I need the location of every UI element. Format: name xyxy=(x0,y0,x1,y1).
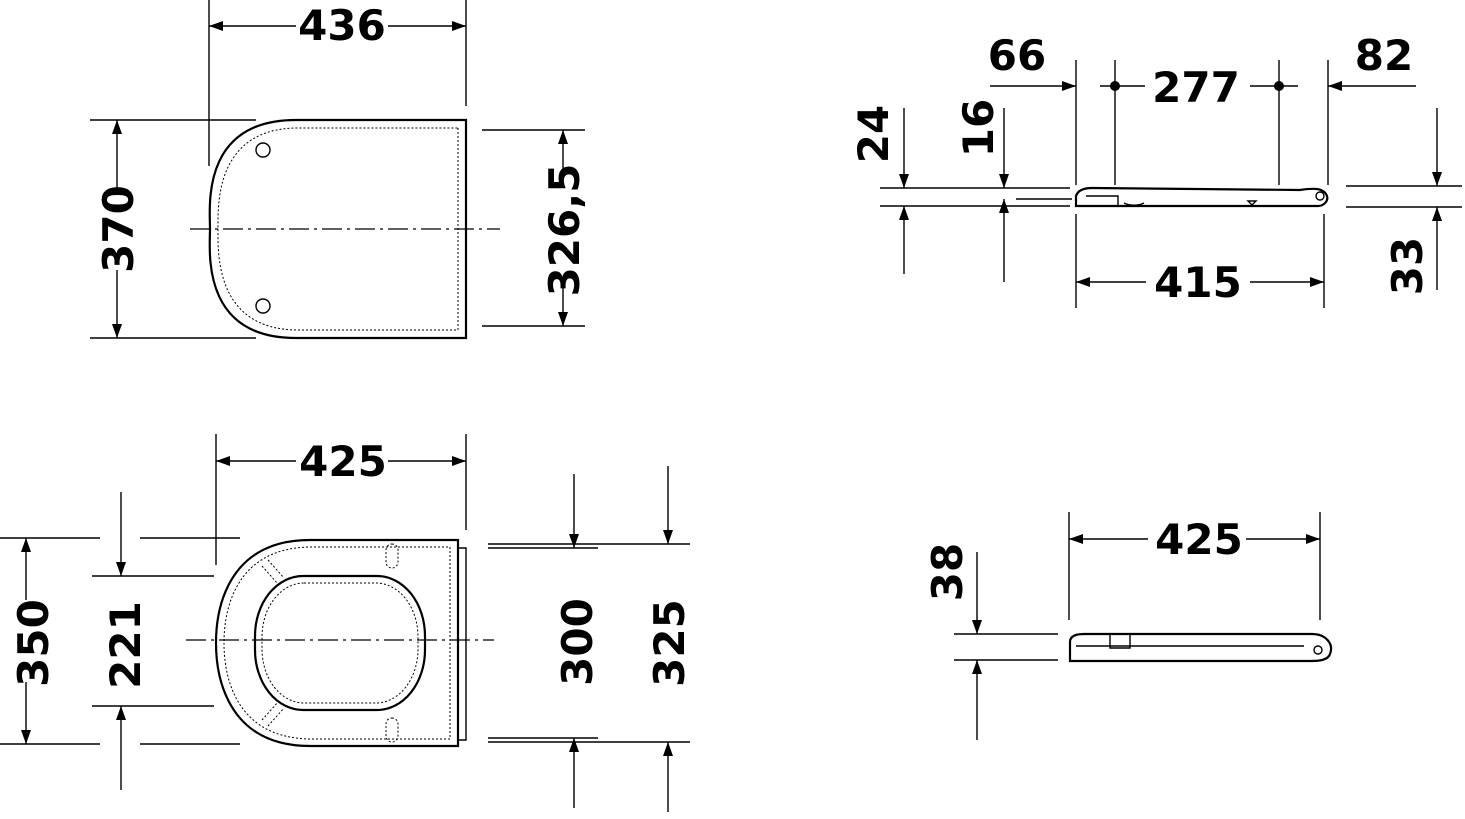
dim-label-325: 325 xyxy=(645,599,694,687)
dim-dot xyxy=(1274,81,1284,91)
buffer-bottom xyxy=(385,717,399,743)
dim-label-33: 33 xyxy=(1383,237,1432,295)
dim-label-300: 300 xyxy=(553,598,602,686)
dim-label-415: 415 xyxy=(1154,258,1242,307)
lid-inner-edge xyxy=(217,127,459,331)
side-view-closed: 66 277 82 24 16 415 33 xyxy=(849,31,1462,308)
lid-profile xyxy=(1074,186,1329,208)
dim-label-425-side: 425 xyxy=(1155,515,1243,564)
dim-label-425: 425 xyxy=(299,437,387,486)
dim-label-24: 24 xyxy=(849,105,898,163)
hinge-pivot xyxy=(1315,191,1325,201)
seat-outer-edge xyxy=(223,546,451,740)
seat-opening-edge xyxy=(261,582,419,704)
top-view-open-seat: 425 350 221 300 325 xyxy=(0,434,694,812)
rib-top xyxy=(261,559,285,585)
dim-label-326-5: 326,5 xyxy=(540,164,589,297)
buffer-front xyxy=(1123,202,1145,206)
buffer-top xyxy=(385,543,399,569)
hinge-block xyxy=(458,547,467,741)
seat-profile xyxy=(1068,632,1333,663)
lid-front-notch xyxy=(1086,195,1119,205)
dim-label-350: 350 xyxy=(9,599,58,687)
dim-label-38: 38 xyxy=(923,543,972,601)
hinge-hole-top xyxy=(255,142,271,158)
dim-label-16: 16 xyxy=(954,99,1003,157)
dim-label-221: 221 xyxy=(101,601,150,689)
top-view-closed-lid: 436 370 326,5 xyxy=(90,0,589,340)
hinge-hole-bottom xyxy=(255,298,271,314)
hinge-pivot xyxy=(1313,645,1323,655)
dim-label-370: 370 xyxy=(94,185,143,273)
dim-dot xyxy=(1110,81,1120,91)
buffer-rear xyxy=(1246,200,1258,206)
rib-bottom xyxy=(261,701,285,727)
side-view-seat: 425 38 xyxy=(923,512,1333,740)
dim-label-277: 277 xyxy=(1152,63,1240,112)
dim-label-82: 82 xyxy=(1355,31,1413,80)
dim-label-436: 436 xyxy=(298,1,386,50)
seat-opening xyxy=(253,574,427,712)
dim-label-66: 66 xyxy=(988,31,1046,80)
seat-front-notch xyxy=(1109,634,1131,649)
